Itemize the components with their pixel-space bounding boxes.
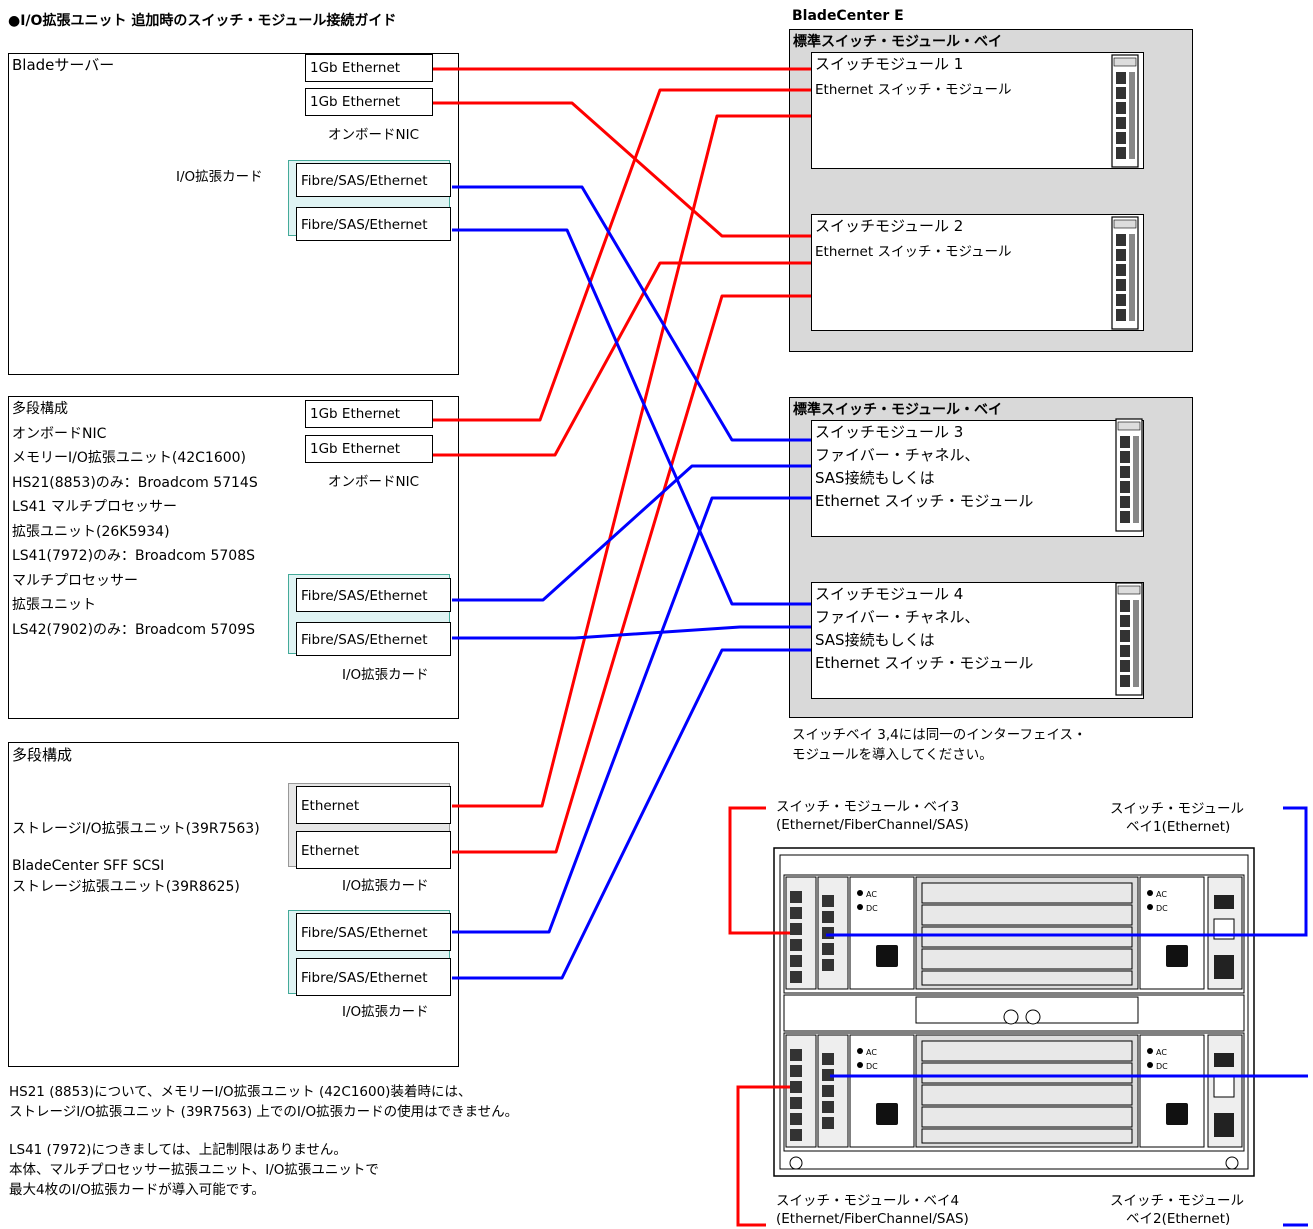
multi1-line: マルチプロセッサー xyxy=(12,572,138,589)
red-link xyxy=(433,261,811,457)
bay-note-line: スイッチベイ 3,4には同一のインターフェイス・ xyxy=(792,727,1087,743)
multi1-line: HS21(8853)のみ：Broadcom 5714S xyxy=(12,474,258,491)
bay1-label: スイッチ・モジュールベイ1(Ethernet) xyxy=(1110,801,1245,835)
switch-module-3: スイッチモジュール 3 ファイバー・チャネル、 SAS接続もしくは Ethern… xyxy=(811,420,1144,537)
red-link xyxy=(452,294,811,854)
footnote: 本体、マルチプロセッサー拡張ユニット、I/O拡張ユニットで xyxy=(9,1162,379,1178)
switch-module-4-name: スイッチモジュール 4 xyxy=(815,585,964,603)
switch-module-graphic-3 xyxy=(1115,418,1143,532)
bay-note-line: モジュールを導入してください。 xyxy=(792,747,993,763)
multi1-line: オンボードNIC xyxy=(12,425,107,442)
svg-text:DC: DC xyxy=(1156,1062,1168,1071)
multi1-onboard-caption: オンボードNIC xyxy=(328,474,420,490)
switch-module-3-desc: SAS接続もしくは xyxy=(815,469,935,487)
switch-module-1-name: スイッチモジュール 1 xyxy=(815,55,964,73)
switch-module-2: スイッチモジュール 2 Ethernet スイッチ・モジュール xyxy=(811,214,1144,331)
multi2-card-port-1: Fibre/SAS/Ethernet xyxy=(296,913,451,951)
bay3-bracket xyxy=(728,806,790,935)
blade-card-port-2: Fibre/SAS/Ethernet xyxy=(296,207,451,241)
multi1-card-port-2: Fibre/SAS/Ethernet xyxy=(296,622,451,656)
switch-module-graphic-2 xyxy=(1111,216,1139,330)
footnote: HS21 (8853)について、メモリーI/O拡張ユニット (42C1600)装… xyxy=(9,1084,472,1100)
switch-module-3-desc: ファイバー・チャネル、 xyxy=(815,446,980,464)
multi2-card-port-2: Fibre/SAS/Ethernet xyxy=(296,958,451,996)
switch-bay-top-label: 標準スイッチ・モジュール・ベイ xyxy=(793,34,1003,50)
multi1-card-caption: I/O拡張カード xyxy=(342,667,429,683)
psu-ac-text: AC xyxy=(866,890,877,899)
footnote: 最大4枚のI/O拡張カードが導入可能です。 xyxy=(9,1182,265,1198)
multi2-eth-port-1: Ethernet xyxy=(296,786,451,824)
blade-card-port-1: Fibre/SAS/Ethernet xyxy=(296,163,451,197)
switch-module-4-desc: SAS接続もしくは xyxy=(815,631,935,649)
blade-io-card-label: I/O拡張カード xyxy=(176,169,263,185)
multi1-line: LS41 マルチプロセッサー xyxy=(12,499,177,515)
switch-module-2-name: スイッチモジュール 2 xyxy=(815,217,964,235)
multi2-eth-port-2: Ethernet xyxy=(296,831,451,869)
blue-link xyxy=(452,496,811,934)
blue-link xyxy=(452,625,811,640)
blue-link xyxy=(452,228,811,606)
bladecenter-title: BladeCenter E xyxy=(792,8,904,24)
bay4-bracket xyxy=(736,1085,790,1227)
switch-module-3-name: スイッチモジュール 3 xyxy=(815,423,964,441)
switch-module-graphic-1 xyxy=(1111,54,1139,168)
bladecenter-chassis-rear: AC DC AC DC AC DC AC DC xyxy=(728,806,1308,1227)
psu-dc-text: DC xyxy=(866,904,878,913)
switch-bay-bottom-label: 標準スイッチ・モジュール・ベイ xyxy=(793,402,1003,418)
svg-text:AC: AC xyxy=(866,1048,877,1057)
bay3-label: スイッチ・モジュール・ベイ3(Ethernet/FiberChannel/SAS… xyxy=(776,799,969,833)
multi2-storage-label: ストレージI/O拡張ユニット(39R7563) xyxy=(12,821,260,837)
multi2-eth-caption: I/O拡張カード xyxy=(342,878,429,894)
red-link xyxy=(452,114,811,808)
blue-link xyxy=(452,464,811,602)
red-link xyxy=(433,101,811,238)
switch-module-2-desc: Ethernet スイッチ・モジュール xyxy=(815,244,1012,260)
switch-module-3-desc: Ethernet スイッチ・モジュール xyxy=(815,492,1034,510)
switch-module-4: スイッチモジュール 4 ファイバー・チャネル、 SAS接続もしくは Ethern… xyxy=(811,582,1144,699)
page-title: ●I/O拡張ユニット 追加時のスイッチ・モジュール接続ガイド xyxy=(8,13,397,29)
multi2-sff-label-2: ストレージ拡張ユニット(39R8625) xyxy=(12,879,240,895)
multi1-line: 多段構成 xyxy=(12,401,68,417)
blade-onboard-caption: オンボードNIC xyxy=(328,127,420,143)
switch-module-4-desc: Ethernet スイッチ・モジュール xyxy=(815,654,1034,672)
multi1-line: メモリーI/O拡張ユニット(42C1600) xyxy=(12,450,247,466)
blade-onboard-port-2: 1Gb Ethernet xyxy=(305,88,433,116)
blue-link xyxy=(452,648,811,980)
svg-text:AC: AC xyxy=(1156,890,1167,899)
bay2-bracket xyxy=(830,1074,1308,1227)
svg-text:AC: AC xyxy=(1156,1048,1167,1057)
multi1-line: LS42(7902)のみ：Broadcom 5709S xyxy=(12,621,256,638)
multi1-onboard-port-1: 1Gb Ethernet xyxy=(305,400,433,428)
multi1-onboard-port-2: 1Gb Ethernet xyxy=(305,435,433,463)
multi2-card-caption: I/O拡張カード xyxy=(342,1004,429,1020)
bay4-label: スイッチ・モジュール・ベイ4(Ethernet/FiberChannel/SAS… xyxy=(776,1193,969,1227)
svg-text:DC: DC xyxy=(866,1062,878,1071)
blue-link xyxy=(452,185,811,442)
red-link xyxy=(433,88,811,422)
multi1-line: LS41(7972)のみ：Broadcom 5708S xyxy=(12,548,256,564)
multi1-line: 拡張ユニット(26K5934) xyxy=(12,523,170,540)
multi2-header: 多段構成 xyxy=(12,746,73,764)
blade-onboard-port-1: 1Gb Ethernet xyxy=(305,54,433,82)
multi1-line: 拡張ユニット xyxy=(12,597,96,613)
bay1-bracket xyxy=(826,806,1308,937)
bay2-label: スイッチ・モジュールベイ2(Ethernet) xyxy=(1110,1193,1245,1227)
blade-label: Bladeサーバー xyxy=(12,56,115,74)
multi2-sff-label-1: BladeCenter SFF SCSI xyxy=(12,858,165,874)
switch-module-graphic-4 xyxy=(1115,582,1143,696)
switch-module-1-desc: Ethernet スイッチ・モジュール xyxy=(815,82,1012,98)
svg-text:DC: DC xyxy=(1156,904,1168,913)
footnote: ストレージI/O拡張ユニット (39R7563) 上でのI/O拡張カードの使用は… xyxy=(9,1104,519,1120)
footnote: LS41 (7972)につきましては、上記制限はありません。 xyxy=(9,1142,347,1158)
switch-module-1: スイッチモジュール 1 Ethernet スイッチ・モジュール xyxy=(811,52,1144,169)
multi1-card-port-1: Fibre/SAS/Ethernet xyxy=(296,578,451,612)
switch-module-4-desc: ファイバー・チャネル、 xyxy=(815,608,980,626)
